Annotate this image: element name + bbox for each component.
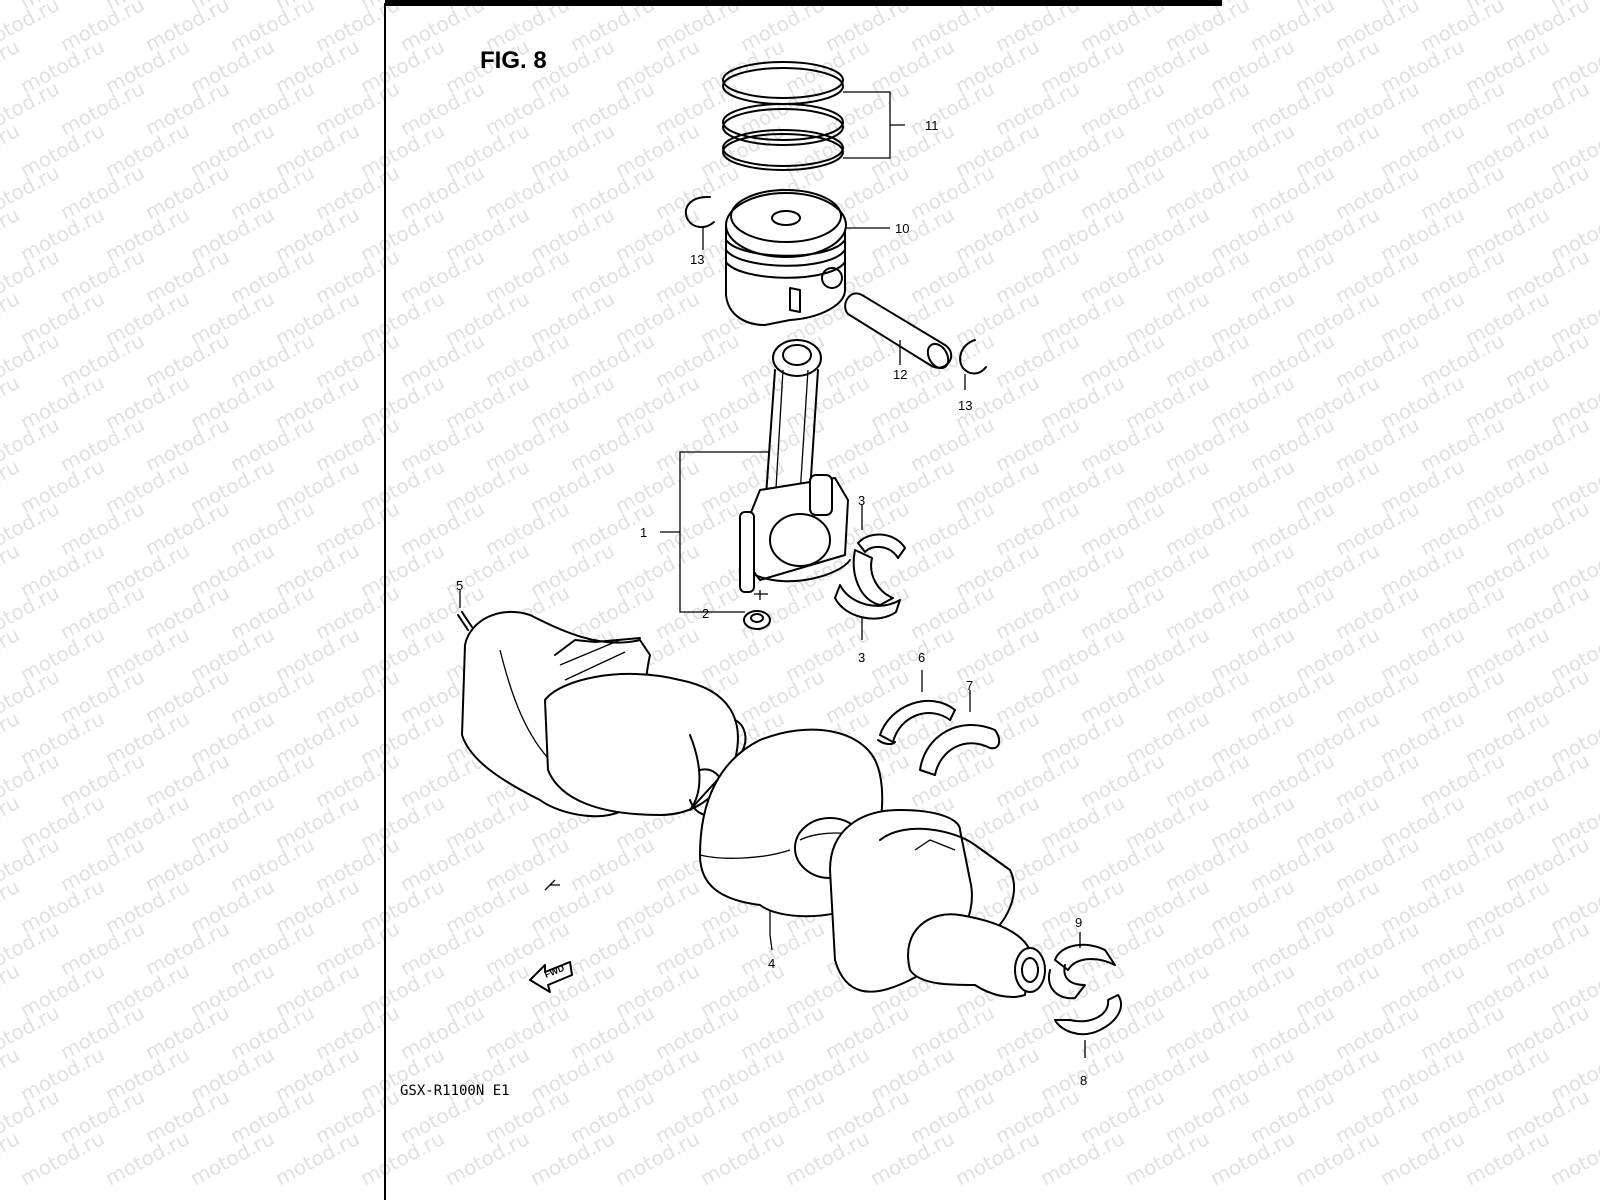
watermark-text: motod.ru: [0, 958, 23, 1022]
watermark-text: motod.ru: [0, 454, 23, 518]
watermark-text: motod.ru: [0, 34, 23, 98]
watermark-text: motod.ru: [0, 538, 23, 602]
callout-5: 5: [456, 578, 463, 593]
watermark-text: motod.ru: [0, 118, 23, 182]
rod-nut-drawing[interactable]: [743, 610, 771, 630]
watermark-text: motod.ru: [0, 286, 23, 350]
watermark-text: motod.ru: [0, 370, 23, 434]
callout-12: 12: [893, 367, 907, 382]
watermark-text: motod.ru: [0, 202, 23, 266]
callout-1: 1: [640, 525, 647, 540]
watermark-text: motod.ru: [0, 1126, 23, 1190]
callout-11: 11: [925, 118, 939, 133]
callout-13-right: 13: [958, 398, 972, 413]
callout-7: 7: [966, 678, 973, 693]
watermark-text: motod.ru: [1546, 1126, 1600, 1190]
callout-2: 2: [702, 606, 709, 621]
figure-title: FIG. 8: [480, 47, 547, 74]
callout-9: 9: [1075, 915, 1082, 930]
callout-13-left: 13: [690, 252, 704, 267]
callout-6: 6: [918, 650, 925, 665]
callout-3-bottom: 3: [858, 650, 865, 665]
watermark-text: motod.ru: [0, 706, 23, 770]
watermark-text: motod.ru: [0, 1042, 23, 1106]
callout-8: 8: [1080, 1073, 1087, 1088]
model-code: GSX-R1100N E1: [400, 1083, 510, 1099]
watermark-text: motod.ru: [0, 790, 23, 854]
watermark-text: motod.ru: [0, 622, 23, 686]
callout-4: 4: [768, 956, 775, 971]
callout-10: 10: [895, 221, 909, 236]
watermark-text: motod.ru: [0, 874, 23, 938]
callout-3-top: 3: [858, 493, 865, 508]
